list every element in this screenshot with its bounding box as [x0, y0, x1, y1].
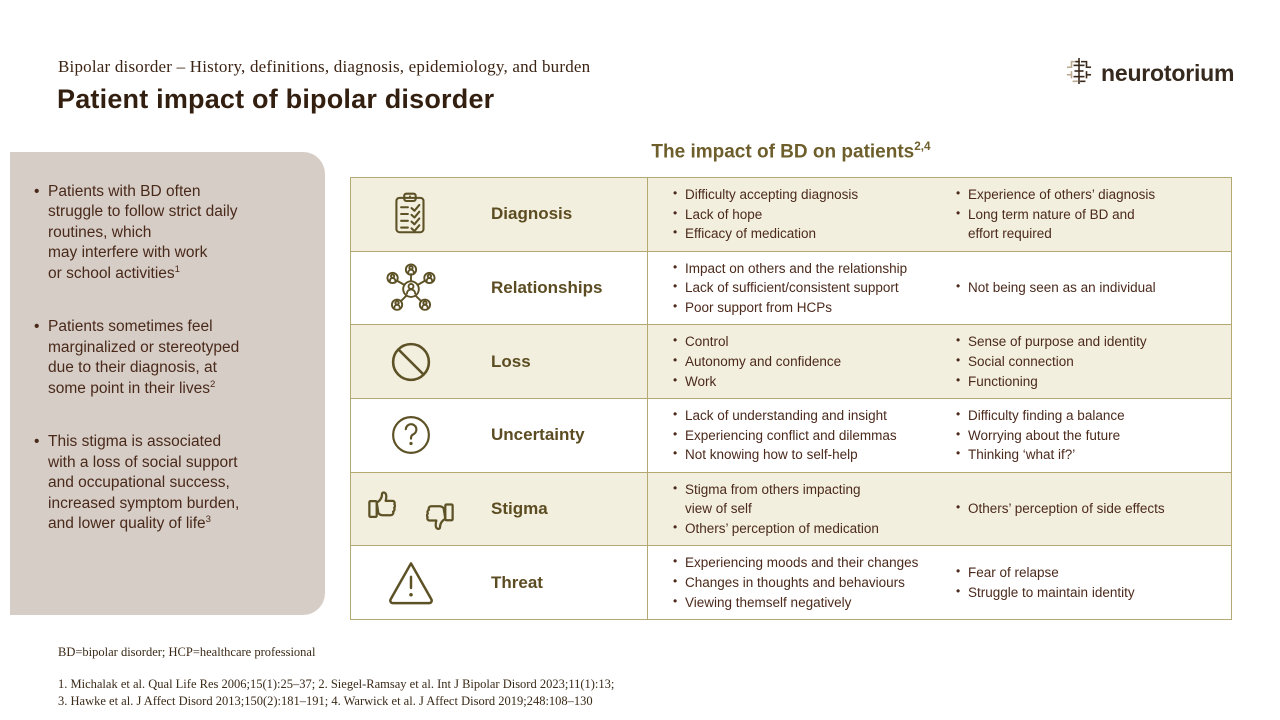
row-label-cell: Loss [471, 325, 648, 399]
row-bullets-right: Not being seen as an individual [941, 252, 1231, 325]
impact-item: Difficulty accepting diagnosis [672, 185, 858, 205]
row-bullets-left: Stigma from others impacting view of sel… [648, 473, 941, 546]
impact-item: Not knowing how to self-help [672, 445, 897, 465]
reference-line: 3. Hawke et al. J Affect Disord 2013;150… [58, 693, 593, 708]
question-circle-icon [385, 409, 437, 461]
table-row-loss: Loss ControlAutonomy and confidenceWork … [351, 324, 1231, 399]
impact-item: Experiencing conflict and dilemmas [672, 426, 897, 446]
impact-item: Experiencing moods and their changes [672, 553, 918, 573]
row-label: Loss [491, 351, 531, 371]
impact-item: Fear of relapse [955, 563, 1135, 583]
row-label-cell: Stigma [471, 472, 648, 546]
impact-item: Worrying about the future [955, 426, 1125, 446]
row-icon-cell [351, 546, 471, 619]
sidebar-bullet-superscript: 1 [174, 263, 180, 275]
row-bullets-left: Lack of understanding and insightExperie… [648, 399, 941, 472]
row-icon-cell [351, 252, 471, 325]
row-bullets-right: Sense of purpose and identitySocial conn… [941, 325, 1231, 398]
sidebar-bullet-text: This stigma is associated with a loss of… [48, 433, 240, 533]
table-title-text: The impact of BD on patients [651, 141, 915, 163]
table-row-threat: Threat Experiencing moods and their chan… [351, 545, 1231, 620]
table-row-diagnosis: Diagnosis Difficulty accepting diagnosis… [351, 178, 1231, 251]
impact-item: Not being seen as an individual [955, 278, 1156, 298]
impact-item: Lack of understanding and insight [672, 406, 897, 426]
row-label-cell: Threat [471, 546, 648, 620]
brain-circuit-icon [1064, 56, 1094, 91]
sidebar-bullet: This stigma is associated with a loss of… [32, 432, 301, 534]
impact-item: Others’ perception of medication [672, 519, 879, 539]
impact-item: Thinking ‘what if?’ [955, 445, 1125, 465]
row-bullets-right: Experience of others’ diagnosisLong term… [941, 178, 1231, 251]
key-points-sidebar: Patients with BD often struggle to follo… [10, 152, 325, 615]
table-title-superscript: 2,4 [914, 140, 931, 153]
row-bullets-right: Others’ perception of side effects [941, 473, 1231, 546]
impact-item: Lack of sufficient/consistent support [672, 278, 907, 298]
impact-item: Poor support from HCPs [672, 298, 907, 318]
row-label-cell: Relationships [471, 251, 648, 325]
impact-item: Long term nature of BD and effort requir… [955, 205, 1155, 244]
row-label-cell: Diagnosis [471, 178, 648, 251]
impact-item: Efficacy of medication [672, 224, 858, 244]
row-bullets-right: Difficulty finding a balanceWorrying abo… [941, 399, 1231, 472]
impact-item: Work [672, 372, 841, 392]
table-row-relationships: Relationships Impact on others and the r… [351, 250, 1231, 325]
impact-table: Diagnosis Difficulty accepting diagnosis… [350, 177, 1232, 621]
row-bullets-left: ControlAutonomy and confidenceWork [648, 325, 941, 398]
impact-item: Difficulty finding a balance [955, 406, 1125, 426]
row-icon-cell [351, 399, 471, 472]
row-icon-cell [351, 178, 471, 251]
impact-item: Struggle to maintain identity [955, 583, 1135, 603]
impact-item: Control [672, 332, 841, 352]
impact-item: Social connection [955, 352, 1147, 372]
sidebar-bullet-superscript: 2 [209, 378, 216, 390]
sidebar-bullets: Patients with BD often struggle to follo… [32, 182, 301, 535]
clipboard-checklist-icon [386, 188, 436, 240]
sidebar-bullet: Patients sometimes feel marginalized or … [32, 317, 301, 399]
row-icon-cell [351, 473, 471, 546]
row-label-cell: Uncertainty [471, 399, 648, 472]
footer-references: 1. Michalak et al. Qual Life Res 2006;15… [58, 676, 614, 710]
footer-abbreviations: BD=bipolar disorder; HCP=healthcare prof… [58, 645, 316, 659]
table-row-stigma: Stigma Stigma from others impacting view… [351, 471, 1231, 546]
row-icon-cell [351, 325, 471, 398]
sidebar-bullet-text: Patients sometimes feel marginalized or … [48, 318, 240, 397]
impact-item: Experience of others’ diagnosis [955, 185, 1155, 205]
reference-line: 1. Michalak et al. Qual Life Res 2006;15… [58, 677, 615, 691]
row-bullets-left: Experiencing moods and their changesChan… [648, 546, 941, 619]
row-label: Stigma [491, 499, 548, 519]
sidebar-bullet: Patients with BD often struggle to follo… [32, 182, 301, 284]
impact-item: Autonomy and confidence [672, 352, 841, 372]
impact-item: Changes in thoughts and behaviours [672, 573, 918, 593]
impact-item: Impact on others and the relationship [672, 259, 907, 279]
sidebar-bullet-text: Patients with BD often struggle to follo… [48, 183, 238, 282]
breadcrumb-kicker: Bipolar disorder – History, definitions,… [58, 57, 591, 76]
neurotorium-logo: neurotorium [1064, 56, 1234, 91]
impact-item: Functioning [955, 372, 1147, 392]
page-title: Patient impact of bipolar disorder [57, 84, 495, 114]
people-network-icon [382, 261, 440, 315]
row-label: Threat [491, 572, 543, 592]
prohibition-icon [385, 336, 437, 388]
impact-item: Others’ perception of side effects [955, 499, 1165, 519]
table-title: The impact of BD on patients2,4 [350, 140, 1232, 163]
impact-item: Sense of purpose and identity [955, 332, 1147, 352]
row-bullets-left: Impact on others and the relationshipLac… [648, 252, 941, 325]
logo-text: neurotorium [1101, 60, 1235, 86]
table-row-uncertainty: Uncertainty Lack of understanding and in… [351, 398, 1231, 472]
row-bullets-right: Fear of relapseStruggle to maintain iden… [941, 546, 1231, 619]
impact-item: Stigma from others impacting view of sel… [672, 480, 879, 519]
row-bullets-left: Difficulty accepting diagnosisLack of ho… [648, 178, 941, 251]
row-label: Diagnosis [491, 204, 573, 224]
impact-item: Lack of hope [672, 205, 858, 225]
impact-item: Viewing themself negatively [672, 593, 918, 613]
row-label: Relationships [491, 278, 603, 298]
row-label: Uncertainty [491, 425, 585, 445]
thumbs-up-down-icon [366, 482, 456, 536]
warning-triangle-icon [383, 556, 439, 610]
sidebar-bullet-superscript: 3 [205, 514, 212, 526]
